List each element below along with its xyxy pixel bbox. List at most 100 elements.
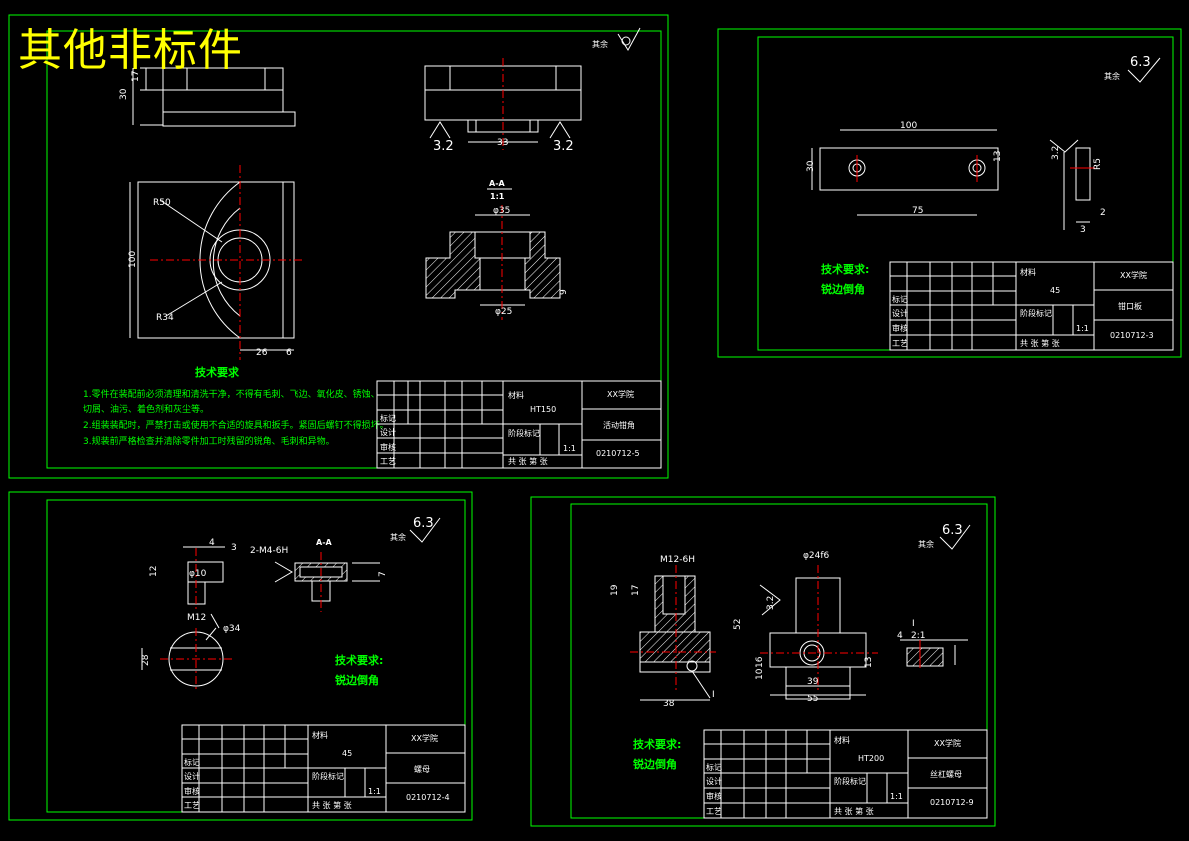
sheet-2-title-block <box>889 261 1174 351</box>
s4-detail-marker: I <box>712 690 715 700</box>
s2-dim-3: 3 <box>1080 225 1086 235</box>
s3-dim-thread: 2-M4-6H <box>250 546 288 556</box>
s4-dim-m12: M12-6H <box>660 555 695 565</box>
s4-dim-16: 16 <box>755 656 765 668</box>
s4-roughness-side: 3.2 <box>766 596 776 610</box>
dim-100: 100 <box>128 251 138 268</box>
s4-dim-13: 13 <box>864 657 874 668</box>
tb4-material-label: 材料 <box>834 735 850 745</box>
tb2-drawing-code: 0210712-3 <box>1110 331 1154 340</box>
roughness-3-2-right: 3.2 <box>553 139 574 154</box>
tb2-stage: 阶段标记 <box>1020 308 1052 318</box>
tb4-design: 设计 <box>706 776 722 786</box>
tb2-material: 45 <box>1050 286 1060 295</box>
s4-detail-scale: 2:1 <box>911 631 925 641</box>
tb2-check: 审核 <box>892 323 908 333</box>
s4-detail-label: I <box>912 619 915 629</box>
s3-dim-28: 28 <box>141 654 151 666</box>
dim-6: 6 <box>286 348 292 358</box>
tb4-check: 审核 <box>706 791 722 801</box>
tb3-check: 审核 <box>184 786 200 796</box>
sheet-4-outer-frame <box>530 496 996 827</box>
tb1-school: XX学院 <box>607 389 634 399</box>
s3-roughness-other: 其余 <box>390 532 406 542</box>
s3-dim-phi10: φ10 <box>189 569 207 579</box>
tb1-sheet: 共 张 第 张 <box>508 456 548 466</box>
sheet-1-title-block <box>376 380 662 469</box>
tb2-part-name: 钳口板 <box>1118 301 1142 311</box>
s3-dim-phi34: φ34 <box>223 624 241 634</box>
s2-dim-75: 75 <box>912 206 923 216</box>
s4-tech-req-title: 技术要求: <box>633 737 681 751</box>
sheet-1-roughness: 其余 <box>592 27 641 51</box>
dim-r50: R50 <box>153 198 171 208</box>
tb4-mark: 标记 <box>706 762 722 772</box>
s3-dim-7: 7 <box>378 571 388 577</box>
tb1-scale: 1:1 <box>563 444 576 453</box>
tb3-mark: 标记 <box>184 757 200 767</box>
dim-26: 26 <box>256 348 268 358</box>
s3-dim-m12: M12 <box>187 613 206 623</box>
s3-dim-12: 12 <box>149 566 159 577</box>
sheet-1 <box>8 14 669 479</box>
s2-dim-13: 13 <box>993 151 1003 162</box>
section-label-a-a: A-A <box>489 179 506 188</box>
tb1-stage: 阶段标记 <box>508 428 540 438</box>
tech-req-line-1: 1.零件在装配前必须清理和清洗干净，不得有毛刺、飞边、氧化皮、锈蚀、 <box>83 388 380 400</box>
tb2-mark: 标记 <box>892 294 908 304</box>
tb2-scale: 1:1 <box>1076 324 1089 333</box>
s4-dim-17: 17 <box>631 585 641 596</box>
s4-dim-19: 19 <box>610 584 620 596</box>
tb2-process: 工艺 <box>892 339 908 348</box>
s2-tech-req-line: 锐边倒角 <box>821 282 865 296</box>
s2-dim-100: 100 <box>900 121 917 131</box>
s2-dim-30: 30 <box>806 160 816 172</box>
dim-17: 17 <box>131 71 141 82</box>
sheet-1-side-view <box>132 67 296 127</box>
s4-roughness-other: 其余 <box>918 539 934 549</box>
tb3-drawing-code: 0210712-4 <box>406 793 450 802</box>
tech-req-line-2: 切屑、油污、着色剂和灰尘等。 <box>83 403 209 415</box>
s2-roughness-value: 6.3 <box>1130 55 1151 70</box>
s2-roughness-other: 其余 <box>1104 71 1120 81</box>
s3-dim-3: 3 <box>231 543 237 553</box>
tb3-process: 工艺 <box>184 801 200 810</box>
tb3-school: XX学院 <box>411 733 438 743</box>
s2-dim-2: 2 <box>1100 208 1106 218</box>
s3-dim-4: 4 <box>209 538 215 548</box>
sheet-1-section-view <box>425 214 561 306</box>
tb3-sheet: 共 张 第 张 <box>312 800 352 810</box>
tb4-stage: 阶段标记 <box>834 776 866 786</box>
page-title: 其他非标件 <box>18 25 243 76</box>
tb1-check: 审核 <box>380 442 396 452</box>
tb1-process: 工艺 <box>380 457 396 466</box>
tech-req-line-4: 3.规装前严格检查并清除零件加工时残留的锐角、毛刺和异物。 <box>83 435 335 447</box>
s4-dim-phi24f6: φ24f6 <box>803 551 830 561</box>
tb2-sheet: 共 张 第 张 <box>1020 338 1060 348</box>
s3-tech-req-line: 锐边倒角 <box>335 673 379 687</box>
tb2-material-label: 材料 <box>1020 267 1036 277</box>
tb2-school: XX学院 <box>1120 270 1147 280</box>
s4-roughness-value: 6.3 <box>942 523 963 538</box>
s4-tech-req-line: 锐边倒角 <box>633 757 677 771</box>
dim-phi25: φ25 <box>495 307 512 317</box>
tb4-part-name: 丝杠螺母 <box>930 769 962 779</box>
sheet-2-outer-frame <box>717 28 1182 358</box>
sheet-4-title-block <box>703 729 988 819</box>
tech-requirements-title: 技术要求 <box>195 365 240 379</box>
dim-30: 30 <box>119 88 129 100</box>
tb4-scale: 1:1 <box>890 792 903 801</box>
sheet-1-outer-frame <box>8 14 669 479</box>
sheet-2-inner-frame <box>757 36 1174 351</box>
s4-dim-55: 55 <box>807 694 818 704</box>
tb3-design: 设计 <box>184 771 200 781</box>
tb1-drawing-code: 0210712-5 <box>596 449 640 458</box>
tb4-school: XX学院 <box>934 738 961 748</box>
s4-dim-10: 10 <box>755 668 765 680</box>
tb1-mark: 标记 <box>380 413 396 423</box>
s2-tech-req-title: 技术要求: <box>821 262 869 276</box>
tb3-stage: 阶段标记 <box>312 771 344 781</box>
tb1-design: 设计 <box>380 427 396 437</box>
tb1-material: HT150 <box>530 405 556 414</box>
